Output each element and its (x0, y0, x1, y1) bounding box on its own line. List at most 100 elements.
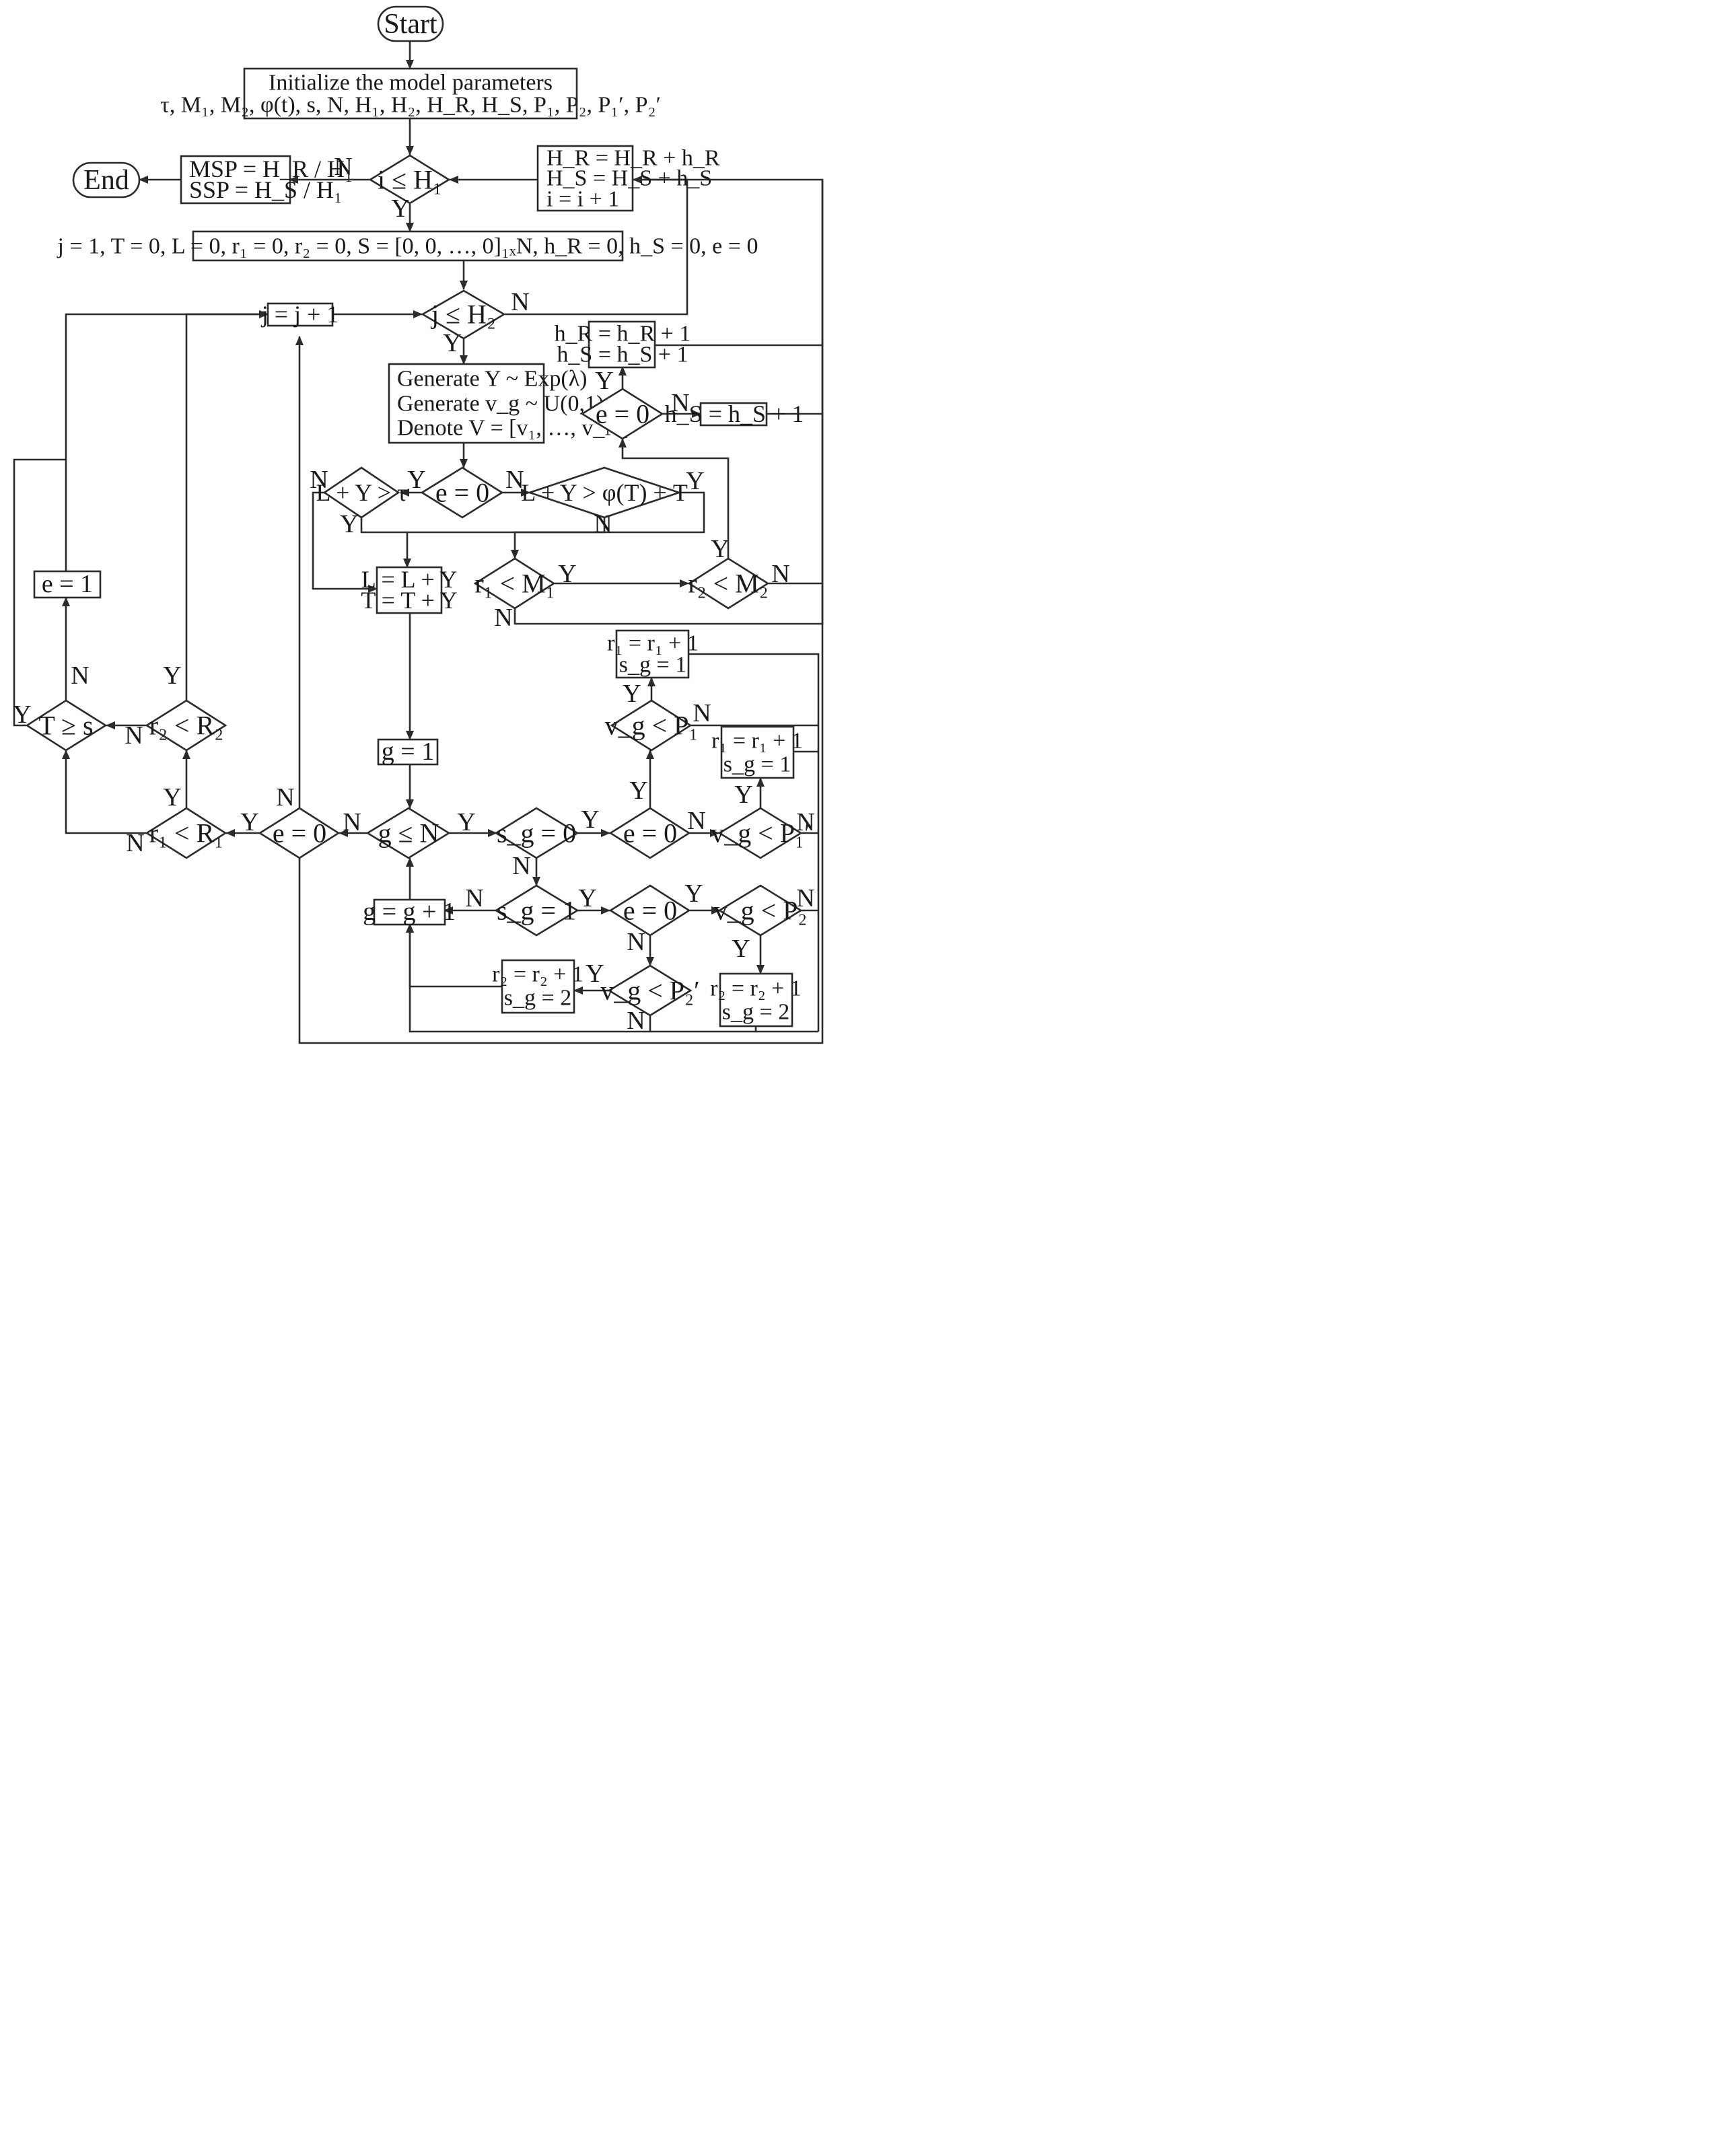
generate-random-box-text: Generate Y ~ Exp(λ) (397, 367, 588, 392)
decision-e-eq-0-top: e = 0 (580, 388, 664, 440)
update-hr-hs-box: h_R = h_R + 1h_S = h_S + 1 (555, 320, 691, 369)
decision-r2-lt-R2-text: r₂ < R₂ (149, 711, 223, 741)
label-e-left-y: Y (240, 808, 258, 836)
decision-vg-lt-p1-text: v_g < P₁ (605, 711, 699, 741)
label-e-low-no: N (627, 928, 645, 956)
label-vgp1-yes: Y (623, 680, 641, 708)
init-parameters-box-text: τ, M₁, M₂, φ(t), s, N, H₁, H₂, H_R, H_S,… (160, 93, 661, 118)
label-e-low-yes: Y (684, 879, 703, 908)
label-r2R2-yes: Y (163, 661, 181, 690)
increment-g-box-text: g = g + 1 (363, 898, 456, 926)
edge-r2-R2-yes (185, 310, 269, 700)
decision-r1-lt-m1-shape (473, 557, 556, 610)
msp-ssp-box-shape (180, 155, 291, 205)
decision-vg-lt-p1-shape (610, 699, 693, 752)
update-r2-right-box-shape (719, 972, 793, 1028)
label-e-mid-yes: Y (407, 466, 425, 494)
reset-variables-box-shape (192, 230, 624, 262)
decision-e-eq-0-low-text: e = 0 (623, 896, 677, 926)
edge-upd-r1-top-right (688, 653, 820, 1032)
update-r2-left-box: r₂ = r₂ + 1s_g = 2 (492, 959, 583, 1014)
init-parameters-box-shape (243, 67, 578, 120)
label-e-top-no: N (671, 389, 689, 417)
label-e-left-n: N (276, 783, 294, 812)
label-r2m2-yes: Y (711, 535, 729, 563)
label-phi-no: N (594, 510, 612, 538)
set-g-1-box-text: g = 1 (382, 738, 434, 766)
decision-e-eq-0-right: e = 0 (608, 807, 691, 859)
decision-vg-lt-p2-text: v_g < P₂ (714, 896, 808, 926)
decision-r2-lt-m2-shape (687, 557, 770, 610)
label-sg1-yes: Y (578, 884, 596, 912)
decision-e-eq-0-mid: e = 0 (420, 466, 504, 519)
decision-sg-eq-1-shape (494, 884, 579, 937)
update-lt-box: L = L + YT = T + Y (361, 566, 458, 614)
edge-ly-tau-yes (360, 517, 411, 568)
label-tau-no: N (310, 466, 328, 494)
label-e-right-yes: Y (629, 777, 647, 805)
label-sg1-no: N (465, 884, 483, 912)
label-e-right-no: N (687, 807, 705, 835)
decision-vg-lt-p2: v_g < P₂ (714, 884, 808, 937)
decision-sg-eq-0-text: s_g = 0 (497, 818, 576, 849)
label-vgp1p-no: N (796, 808, 814, 836)
decision-e-eq-0-left-text: e = 0 (273, 818, 326, 849)
decision-r2-lt-R2: r₂ < R₂ (145, 699, 227, 752)
decision-e-eq-0-low: e = 0 (608, 884, 691, 937)
decision-e-eq-0-mid-shape (420, 466, 504, 519)
edge-e-left-bottom (298, 624, 824, 1044)
update-r1-top-box-text: r₁ = r₁ + 1 (607, 631, 699, 656)
update-hr-hs-box-text: h_S = h_S + 1 (557, 343, 688, 367)
decision-t-ge-s: T ≥ s (25, 699, 108, 752)
edge-bottom-rail (406, 923, 818, 1033)
update-lt-box-text: T = T + Y (361, 587, 457, 614)
end-terminal-text: End (83, 165, 129, 196)
update-r1-top-box-shape (615, 629, 690, 679)
label-sg0-no: N (512, 852, 530, 880)
decision-r1-lt-R1: r₁ < R₁ (145, 807, 227, 859)
decision-g-le-n: g ≤ N (365, 807, 451, 859)
update-r1-top-box-text: s_g = 1 (619, 653, 686, 678)
edge-r1-R1-no (62, 750, 146, 834)
label-vgp2-no: N (796, 884, 814, 912)
label-r1m1-yes: Y (558, 560, 576, 588)
start-terminal-shape (377, 5, 444, 42)
decision-ly-gt-tau: L + Y > τ (316, 466, 407, 519)
decision-vg-lt-p1p: v_g < P₁′ (711, 807, 810, 859)
label-vgp2-yes: Y (732, 935, 750, 963)
update-i-box-text: i = i + 1 (546, 187, 619, 212)
label-j-no: N (511, 288, 529, 316)
label-e-top-yes: Y (595, 367, 613, 395)
decision-vg-lt-p2p: v_g < P₂′ (600, 964, 700, 1017)
label-vgp2p-no: N (627, 1007, 645, 1035)
label-ts-no: N (71, 661, 89, 690)
label-vgp1-no: N (693, 699, 711, 727)
decision-j-le-h2-shape (421, 289, 506, 340)
edge-ly-tau-no (312, 491, 378, 593)
label-r1R1-no: N (126, 829, 144, 857)
update-lt-box-text: L = L + Y (361, 566, 458, 593)
decision-e-eq-0-top-shape (580, 388, 664, 440)
decision-vg-lt-p1p-text: v_g < P₁′ (711, 818, 810, 849)
edge-t-s-yes (13, 458, 66, 727)
label-ts-yes: Y (13, 700, 31, 729)
label-vgp2p-yes: Y (586, 960, 604, 988)
edge-r2-m2-yes (618, 438, 730, 559)
decision-e-eq-0-right-shape (608, 807, 691, 859)
decision-j-le-h2-text: j ≤ H₂ (430, 299, 496, 330)
decision-sg-eq-1-text: s_g = 1 (497, 896, 576, 926)
decision-i-le-h1-text: i ≤ H₁ (378, 165, 442, 195)
edge-e1-up (65, 310, 269, 571)
reset-variables-box: j = 1, T = 0, L = 0, r₁ = 0, r₂ = 0, S =… (57, 230, 758, 262)
update-hr-hs-box-shape (588, 320, 656, 369)
update-hs-box-text: h_S = h_S + 1 (665, 400, 804, 427)
update-r2-left-box-text: r₂ = r₂ + 1 (492, 962, 583, 987)
generate-random-box: Generate Y ~ Exp(λ)Generate v_g ~ U(0,1)… (388, 363, 629, 444)
increment-j-box-shape (267, 302, 334, 327)
update-r1-right-box-shape (720, 725, 795, 779)
set-g-1-box: g = 1 (377, 738, 439, 766)
update-i-box-text: H_S = H_S + h_S (546, 166, 712, 191)
